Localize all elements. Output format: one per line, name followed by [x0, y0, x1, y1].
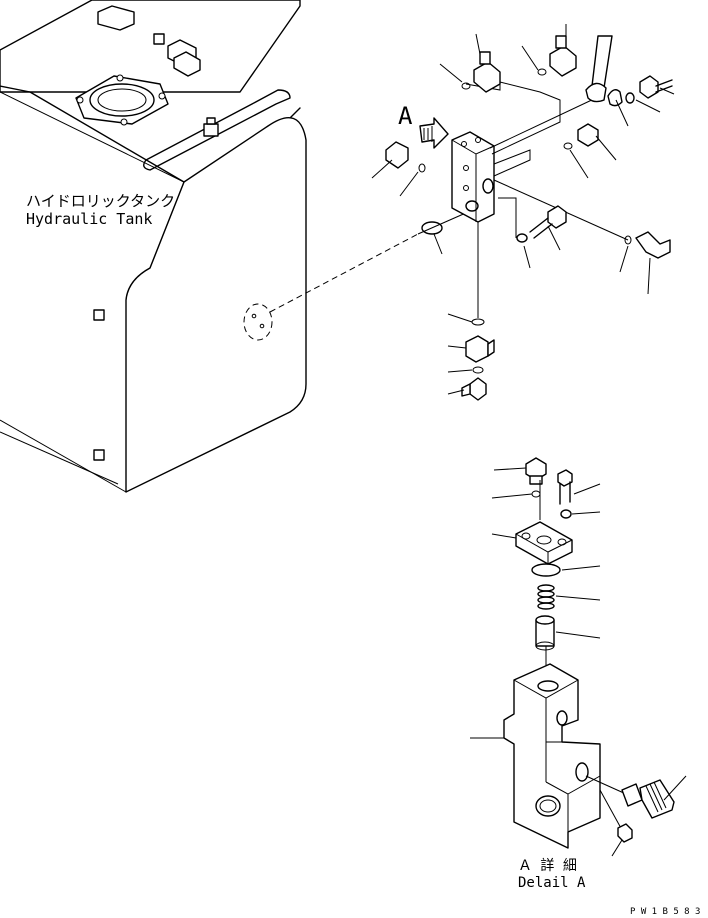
detail-a: Ａ 詳 細 Delail A — [470, 457, 687, 891]
elbow-fitting-lower-right — [624, 231, 671, 259]
callout-lines-detail — [470, 467, 687, 857]
tank-label-jp: ハイドロリックタンク — [26, 192, 175, 210]
view-marker-label: A — [398, 102, 413, 130]
pressure-switch-upper-right — [537, 35, 577, 77]
port-leader-solid — [417, 211, 469, 235]
valve-block — [451, 131, 495, 223]
hose — [591, 35, 613, 89]
bolt-top-right — [639, 75, 673, 99]
oring-bottom-1 — [471, 318, 485, 326]
washer-leader — [498, 197, 517, 238]
detail-valve-block — [503, 663, 601, 849]
detail-flange-plate — [515, 521, 573, 565]
tank-bottom-edge-2 — [0, 431, 119, 485]
detail-label-jp: Ａ 詳 細 — [518, 858, 577, 874]
detail-plug-bottom — [599, 789, 633, 843]
top-lugs — [97, 5, 201, 77]
hose-elbow — [585, 82, 607, 103]
hydraulic-tank: ハイドロリックタンク Hydraulic Tank — [0, 0, 307, 493]
detail-label-en: Delail A — [518, 875, 586, 891]
pipe-leader-mid — [493, 149, 531, 177]
valve-block-port-side-2 — [463, 185, 469, 191]
elbow-bottom-2 — [461, 377, 487, 401]
oring-bottom-2 — [472, 366, 484, 374]
tank-port-outline — [243, 303, 273, 341]
detail-bolt — [557, 469, 573, 519]
oring-large — [421, 221, 443, 235]
detail-spring — [537, 584, 555, 610]
breather-fitting — [203, 117, 219, 137]
detail-spool — [535, 615, 555, 651]
tank-handrail — [143, 89, 291, 171]
pipe-leader-bracket — [465, 81, 561, 155]
tank-label-en: Hydraulic Tank — [26, 210, 152, 228]
port-leader-dashed — [269, 233, 419, 313]
tank-right-face — [125, 116, 307, 493]
detail-fitting-top — [525, 457, 547, 498]
hose-clamp — [607, 89, 623, 107]
pressure-switch-upper-left — [461, 51, 501, 93]
valve-block-edges — [451, 139, 495, 222]
detail-oring — [531, 563, 561, 577]
valve-block-assembly: A — [371, 24, 675, 401]
valve-block-port-top-2 — [475, 137, 481, 143]
tank-side-bolt-2 — [93, 449, 105, 461]
tank-side-bolt-1 — [93, 309, 105, 321]
tank-top-face — [0, 0, 301, 93]
callout-lines-top — [371, 24, 675, 395]
plug-left — [385, 141, 426, 173]
view-arrow-hatch — [423, 126, 433, 142]
detail-relief-cartridge — [585, 775, 675, 819]
washer-top — [625, 92, 635, 104]
view-arrow-icon — [419, 117, 449, 149]
drawing-number: P W 1 B 5 8 3 — [630, 907, 700, 917]
tank-front-edge — [0, 91, 185, 301]
valve-block-port-side-1 — [463, 165, 469, 171]
port-hole-1 — [251, 313, 257, 319]
pipe-leader-upper — [489, 97, 597, 149]
bolt-mid — [516, 205, 567, 243]
port-hole-2 — [259, 323, 265, 329]
valve-block-front-port — [482, 178, 494, 194]
filler-cap — [75, 74, 169, 126]
union-fitting-right — [563, 123, 599, 150]
tank-bottom-edge — [0, 419, 127, 493]
elbow-bottom-1 — [465, 335, 495, 363]
valve-block-port-top-1 — [461, 141, 467, 147]
valve-block-bottom-port — [465, 200, 479, 212]
